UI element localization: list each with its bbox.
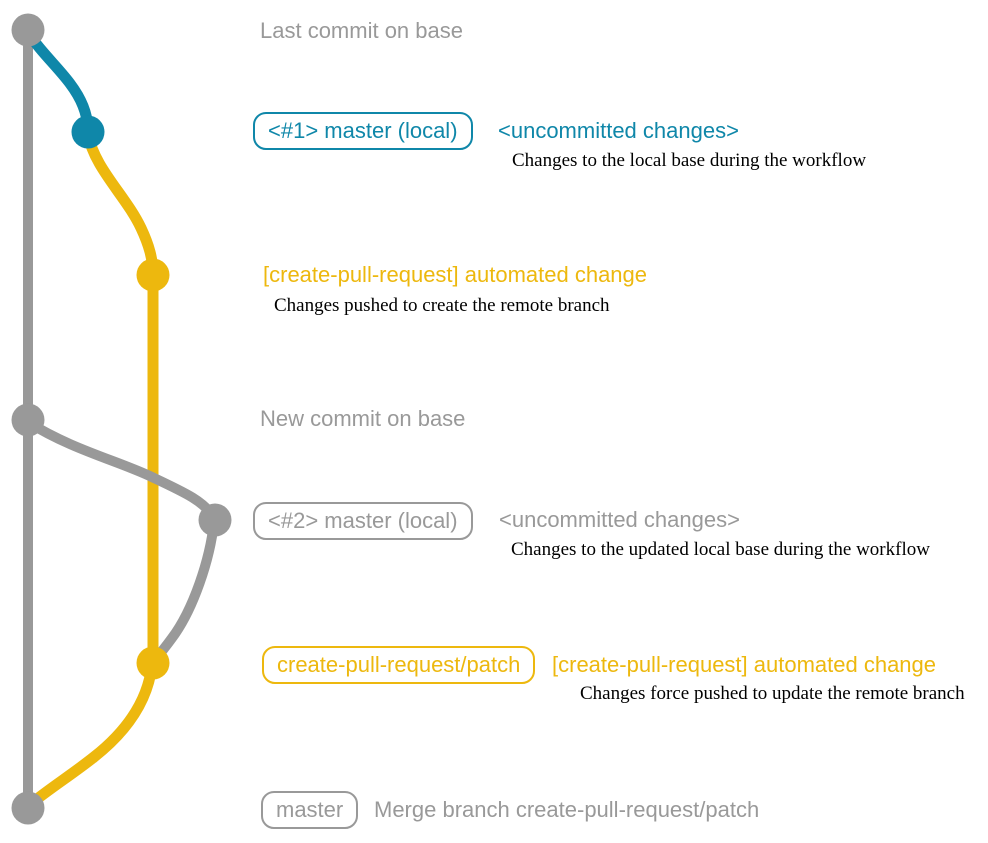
commit-dot-new-base: [11, 403, 45, 437]
local-master2-to-patch-curve: [150, 521, 219, 665]
branch-badge-master-local-2-label: <#2> master (local): [268, 508, 458, 533]
commit-dot-patch-1: [136, 258, 170, 292]
commit-dot-local-master-1: [71, 115, 105, 149]
patch-merge-curve: [28, 664, 158, 808]
branch-badge-master: master: [261, 791, 359, 829]
commit-dot-last-base: [11, 13, 45, 47]
local-master-branch-curve: [23, 29, 94, 133]
commit-description-1: Changes to the local base during the wor…: [512, 150, 867, 171]
patch-branch-upper-curve: [82, 132, 159, 276]
commit-dot-local-master-2: [198, 503, 232, 537]
new-commit-label: New commit on base: [260, 406, 466, 431]
commit-dot-patch-2: [136, 646, 170, 680]
commit-dot-merge: [11, 791, 45, 825]
commit-description-2: Changes to the updated local base during…: [511, 539, 930, 560]
branch-badge-master-local-2: <#2> master (local): [253, 502, 473, 540]
base-to-local-master2-curve: [25, 417, 219, 521]
commit-message-cpr-1: [create-pull-request] automated change: [263, 262, 648, 287]
branch-badge-master-local-1-label: <#1> master (local): [268, 118, 458, 143]
commit-message-cpr-2: [create-pull-request] automated change: [552, 652, 937, 677]
uncommitted-changes-note-1: <uncommitted changes>: [498, 118, 739, 143]
branch-badge-master-local-1: <#1> master (local): [253, 112, 473, 150]
commit-description-cpr-2: Changes force pushed to update the remot…: [580, 683, 965, 704]
uncommitted-changes-note-2: <uncommitted changes>: [499, 507, 740, 532]
last-commit-label: Last commit on base: [260, 18, 463, 43]
branch-badge-master-label: master: [276, 797, 344, 822]
commit-description-cpr-1: Changes pushed to create the remote bran…: [274, 295, 610, 316]
branch-badge-patch: create-pull-request/patch: [262, 646, 536, 684]
branch-badge-patch-label: create-pull-request/patch: [277, 652, 521, 677]
merge-commit-label: Merge branch create-pull-request/patch: [374, 797, 760, 822]
